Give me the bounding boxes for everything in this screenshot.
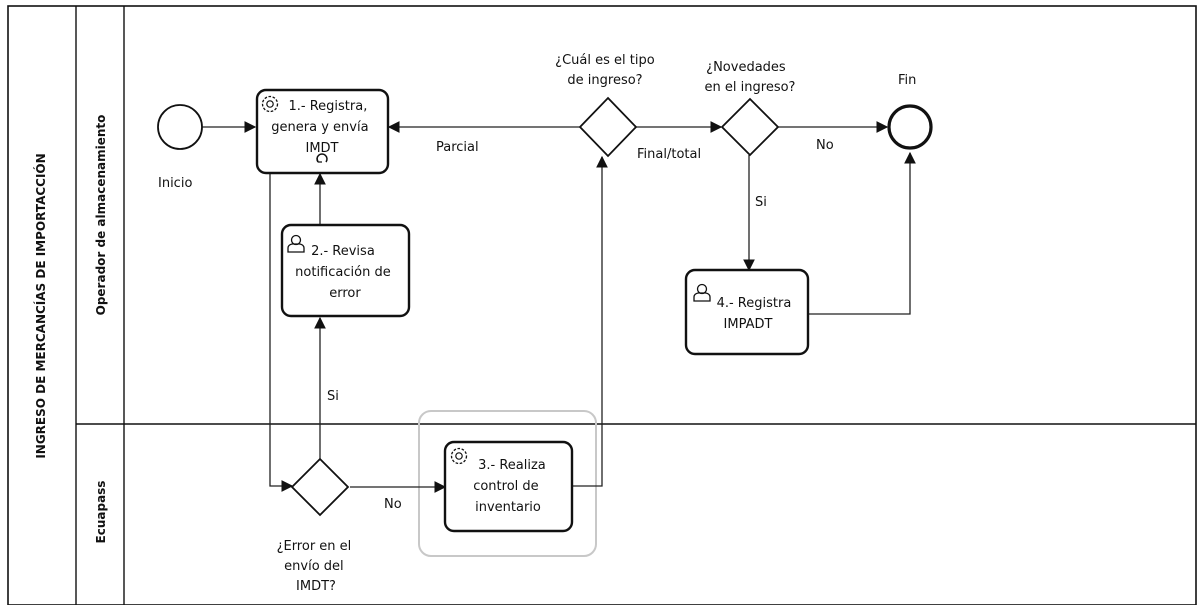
gateway-novedades[interactable] <box>720 97 780 157</box>
loop-icon <box>316 153 328 163</box>
task-2-line-2: notificación de <box>295 265 391 280</box>
task-2-revisa[interactable]: 2.- Revisa notificación de error <box>280 223 411 318</box>
svg-text:¿Error en el envío del: ¿Error en el envío del IMDT? <box>277 539 356 594</box>
sequence-flows <box>202 121 916 493</box>
task-3-line-2: control de <box>473 479 538 494</box>
svg-text:3.- Realiza control de: 3.- Realiza control de inventario <box>473 458 550 515</box>
gateway-1-label-line-1: ¿Cuál es el tipo <box>555 53 655 68</box>
start-event-label: Inicio <box>158 176 192 191</box>
task-4-registra[interactable]: 4.- Registra IMPADT <box>684 268 810 356</box>
gear-icon <box>450 447 468 465</box>
task-3-realiza[interactable]: 3.- Realiza control de inventario <box>443 440 574 533</box>
gateway-error-envio[interactable] <box>290 457 350 517</box>
lane-label-ecuapass: Ecuapass <box>94 481 108 544</box>
start-event[interactable] <box>157 104 203 150</box>
gateway-tipo-ingreso[interactable] <box>578 96 638 158</box>
end-event[interactable] <box>887 104 933 150</box>
flow-label-final-total: Final/total <box>637 147 701 162</box>
flow-t4-fin <box>808 151 916 315</box>
task-1-line-2: genera y envía <box>271 120 368 135</box>
flow-label-no-fin: No <box>816 138 834 153</box>
task-3-line-3: inventario <box>475 500 541 515</box>
flow-label-no-control: No <box>384 497 402 512</box>
svg-text:4.- Registra IMPADT: 4.- Registra IMPADT <box>717 296 796 332</box>
flow-label-parcial: Parcial <box>436 140 479 155</box>
flow-t3-g1 <box>573 155 608 487</box>
task-1-registra[interactable]: 1.- Registra, genera y envía IMDT <box>255 88 390 175</box>
task-4-line-2: IMPADT <box>724 317 773 332</box>
task-4-line-1: 4.- Registra <box>717 296 792 311</box>
svg-text:¿Cuál es el tipo de ingre: ¿Cuál es el tipo de ingreso? <box>555 53 659 88</box>
gateway-1-label-line-2: de ingreso? <box>567 73 642 88</box>
gateway-3-label-line-3: IMDT? <box>296 579 336 594</box>
svg-text:¿Novedades en el ingreso?: ¿Novedades en el ingreso? <box>705 60 796 95</box>
svg-text:2.- Revisa notificación: 2.- Revisa notificación de error <box>295 244 395 301</box>
task-2-line-1: 2.- Revisa <box>311 244 375 259</box>
lane-label-operador: Operador de almacenamiento <box>94 115 108 316</box>
gateway-2-label-line-2: en el ingreso? <box>705 80 796 95</box>
gateway-3-label-line-1: ¿Error en el <box>277 539 352 554</box>
lane-operador: Operador de almacenamiento <box>94 115 108 316</box>
lane-ecuapass: Ecuapass <box>94 481 108 544</box>
task-2-line-3: error <box>329 286 361 301</box>
pool-title: INGRESO DE MERCANCÍAS DE IMPORTACCIÓN <box>33 153 48 458</box>
pool: INGRESO DE MERCANCÍAS DE IMPORTACCIÓN <box>7 5 1197 605</box>
svg-text:1.- Registra, genera y e: 1.- Registra, genera y envía IMDT <box>271 99 372 156</box>
user-icon <box>287 234 305 253</box>
gateway-3-label-line-2: envío del <box>284 559 344 574</box>
task-1-line-3: IMDT <box>305 141 338 156</box>
gear-icon <box>261 95 279 113</box>
gateway-2-label-line-1: ¿Novedades <box>706 60 786 75</box>
task-1-line-1: 1.- Registra, <box>289 99 368 114</box>
task-3-line-1: 3.- Realiza <box>478 458 546 473</box>
selection-highlight <box>418 410 597 557</box>
flow-label-si-registra: Si <box>755 195 767 210</box>
user-icon <box>693 283 711 302</box>
flow-t1-g3 <box>269 174 294 492</box>
flow-label-si-revisa: Si <box>327 389 339 404</box>
end-event-label: Fin <box>898 73 916 88</box>
